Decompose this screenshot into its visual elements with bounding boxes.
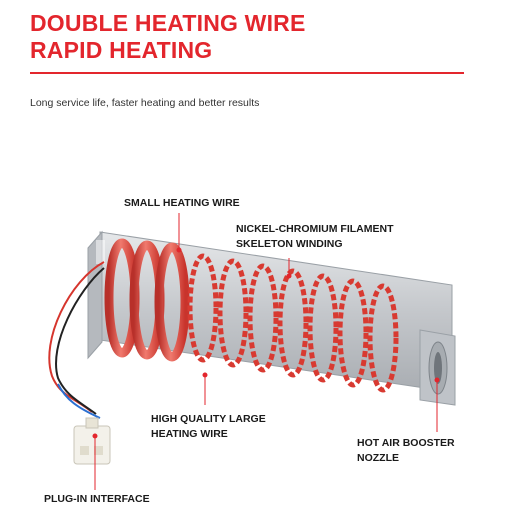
label-small-heating-wire: SMALL HEATING WIRE xyxy=(124,197,240,209)
subtitle: Long service life, faster heating and be… xyxy=(30,97,260,109)
title-line-1: DOUBLE HEATING WIRE xyxy=(30,10,306,36)
label-plug-in-interface: PLUG-IN INTERFACE xyxy=(44,493,150,505)
label-large-line-1: HIGH QUALITY LARGE xyxy=(151,413,266,425)
lead-wires xyxy=(48,261,105,419)
label-nickel-line-1: NICKEL-CHROMIUM FILAMENT xyxy=(236,223,394,235)
hot-air-booster-nozzle xyxy=(428,341,448,395)
label-booster-line-1: HOT AIR BOOSTER xyxy=(357,437,455,449)
connector-plug-icon xyxy=(73,417,111,465)
page-title: DOUBLE HEATING WIRE RAPID HEATING xyxy=(30,10,306,64)
title-line-2: RAPID HEATING xyxy=(30,37,213,63)
label-large-line-2: HEATING WIRE xyxy=(151,428,228,440)
title-divider xyxy=(30,72,464,74)
leader-lines xyxy=(92,213,440,490)
small-heating-wire xyxy=(104,238,190,362)
label-high-quality-large-wire: HIGH QUALITY LARGE HEATING WIRE xyxy=(151,412,266,442)
large-heating-wire xyxy=(187,253,399,393)
label-nickel-line-2: SKELETON WINDING xyxy=(236,238,343,250)
label-booster-line-2: NOZZLE xyxy=(357,452,399,464)
label-nickel-chromium-filament: NICKEL-CHROMIUM FILAMENT SKELETON WINDIN… xyxy=(236,222,393,252)
label-hot-air-booster-nozzle: HOT AIR BOOSTER NOZZLE xyxy=(357,436,455,466)
